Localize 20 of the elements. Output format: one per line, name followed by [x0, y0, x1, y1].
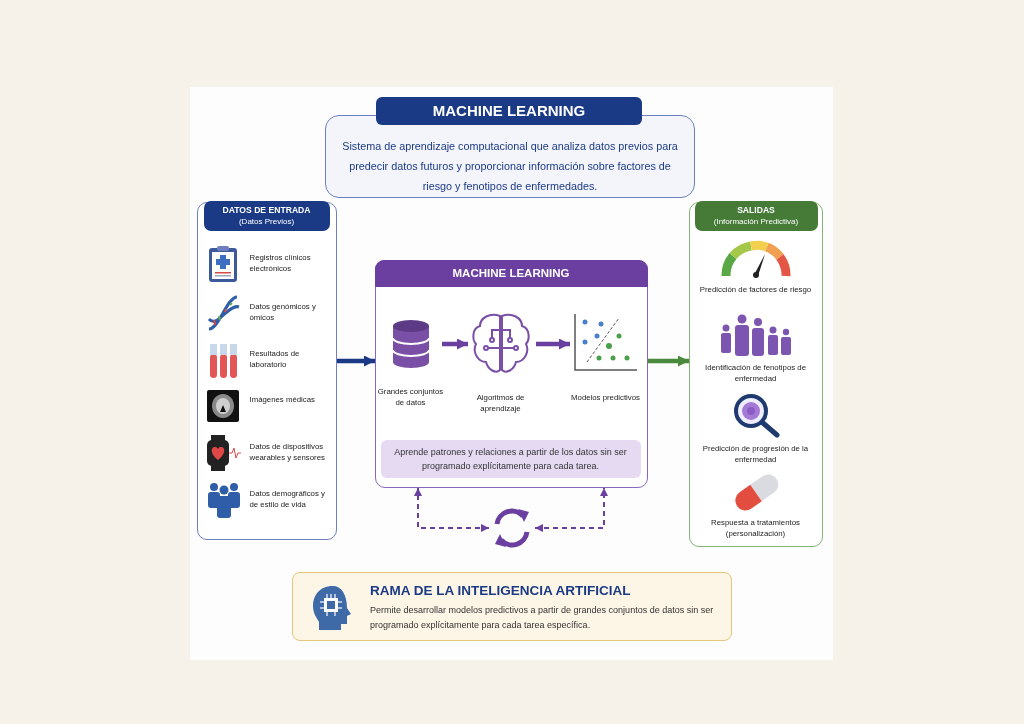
panel-title: DATOS DE ENTRADA [221, 204, 312, 216]
info-title: RAMA DE LA INTELIGENCIA ARTIFICIAL [370, 583, 632, 598]
dashed-arrow [414, 487, 490, 532]
process-panel [375, 260, 648, 488]
arrow [337, 355, 375, 367]
info-box [292, 572, 732, 641]
note-box: Aprende patrones y relaciones a partir de los datos sin ser programado explícitamente para cada tarea. [380, 439, 641, 478]
arrow [442, 338, 468, 350]
panel-header: MACHINE LEARNING [374, 259, 648, 287]
panel-subtitle: (Información Predictiva) [712, 216, 800, 227]
panel [689, 202, 823, 547]
panel-title: SALIDAS [736, 204, 776, 216]
panel-subtitle: (Datos Previos) [237, 216, 296, 227]
arrow [536, 338, 570, 350]
dashed-arrow [534, 487, 608, 532]
arrow [648, 355, 689, 367]
description-box: Sistema de aprendizaje computacional que analiza datos previos para predecir datos futuros y proporcionar información sobre factores de riesgo y fenotipos de enfermedades. [325, 115, 695, 198]
panel [197, 202, 337, 540]
title-banner: MACHINE LEARNING [376, 97, 642, 125]
info-text: Permite desarrollar modelos predictivos a partir de grandes conjuntos de datos sin ser programado explícitamente para cada tarea específica. [370, 604, 715, 632]
